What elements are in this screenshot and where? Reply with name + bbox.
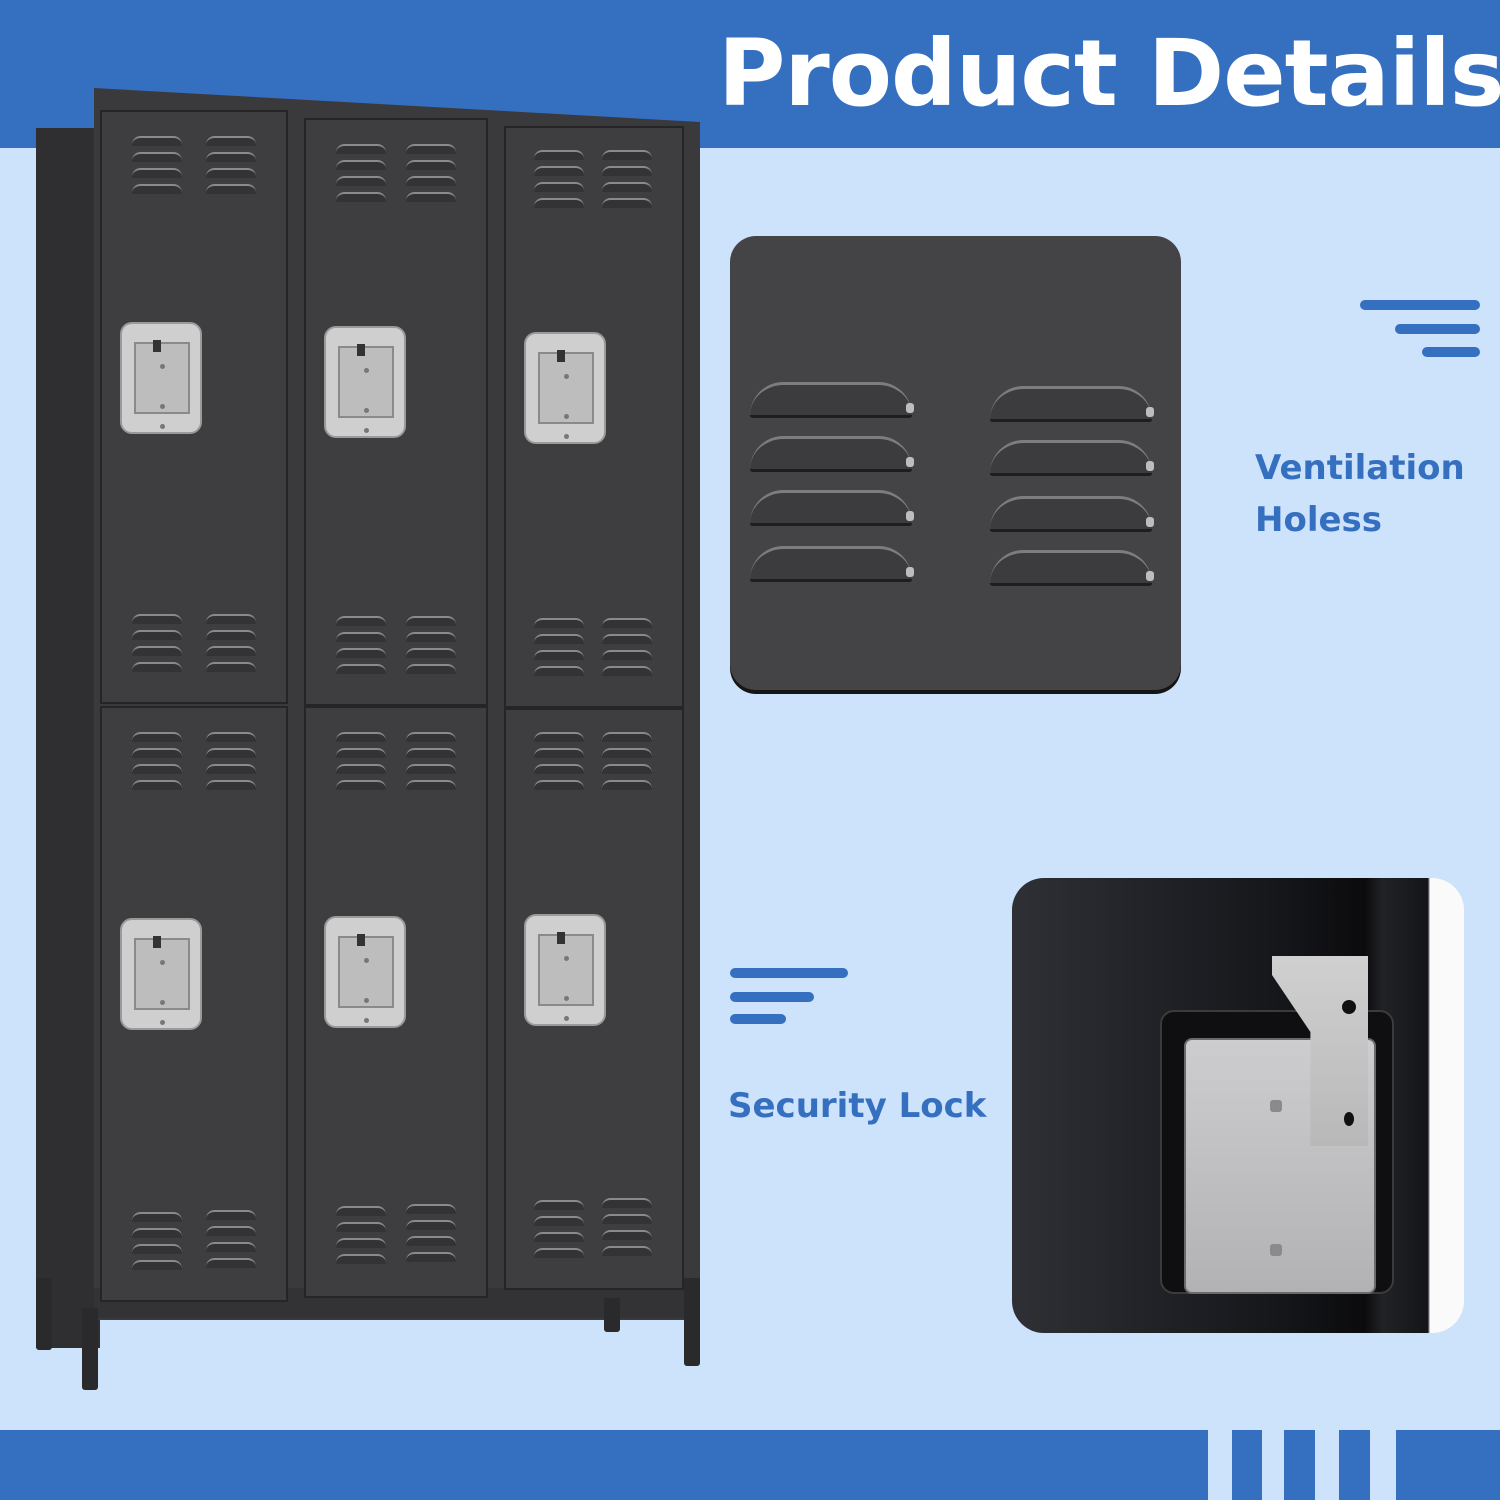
vent-icon — [336, 144, 388, 208]
vent-icon — [602, 732, 654, 796]
align-right-lines-icon — [1360, 300, 1480, 360]
vent-slot-icon — [990, 440, 1154, 476]
locker-leg — [604, 1298, 620, 1332]
vent-slot-icon — [750, 436, 914, 472]
vent-icon — [406, 144, 458, 208]
vent-icon — [406, 732, 458, 796]
door-handle-icon — [120, 918, 202, 1030]
ventilation-closeup-image — [730, 236, 1181, 690]
door-handle-icon — [324, 326, 406, 438]
vent-slot-icon — [750, 546, 914, 582]
vent-icon — [406, 1204, 458, 1268]
footer-stripe-gap — [1262, 1430, 1284, 1500]
vent-icon — [534, 150, 586, 214]
feature-label-ventilation-line2: Holess — [1255, 500, 1383, 540]
door-handle-icon — [524, 914, 606, 1026]
door-handle-icon — [120, 322, 202, 434]
feature-label-security-lock: Security Lock — [728, 1086, 987, 1126]
align-left-lines-icon — [730, 968, 850, 1028]
vent-slot-icon — [990, 496, 1154, 532]
vent-icon — [206, 1210, 258, 1274]
vent-icon — [132, 1212, 184, 1276]
vent-icon — [206, 732, 258, 796]
vent-icon — [602, 1198, 654, 1262]
feature-label-ventilation-line1: Ventilation — [1255, 448, 1465, 488]
vent-icon — [534, 732, 586, 796]
security-lock-closeup-image — [1012, 878, 1464, 1333]
locker-leg — [684, 1278, 700, 1366]
vent-icon — [336, 732, 388, 796]
vent-icon — [406, 616, 458, 680]
door-handle-icon — [524, 332, 606, 444]
vent-slot-icon — [750, 382, 914, 418]
locker-leg — [36, 1278, 52, 1350]
page-title: Product Details — [718, 20, 1500, 127]
locker-side-panel — [36, 128, 100, 1348]
footer-stripe-gap — [1315, 1430, 1339, 1500]
screw-icon — [1270, 1244, 1282, 1256]
vent-icon — [132, 614, 184, 678]
footer-stripe-gap — [1208, 1430, 1232, 1500]
screw-icon — [1270, 1100, 1282, 1112]
padlock-hole-icon — [1344, 1112, 1354, 1126]
vent-icon — [132, 136, 184, 200]
vent-icon — [206, 136, 258, 200]
vent-slot-icon — [990, 386, 1154, 422]
vent-icon — [602, 150, 654, 214]
vent-slot-icon — [990, 550, 1154, 586]
vent-icon — [336, 616, 388, 680]
locker-product-image — [36, 88, 700, 1398]
vent-icon — [602, 618, 654, 682]
vent-icon — [132, 732, 184, 796]
vent-icon — [534, 618, 586, 682]
door-handle-icon — [324, 916, 406, 1028]
footer-band — [0, 1430, 1500, 1500]
vent-icon — [206, 614, 258, 678]
vent-icon — [336, 1206, 388, 1270]
footer-stripe-gap — [1370, 1430, 1396, 1500]
vent-icon — [534, 1200, 586, 1264]
padlock-hole-icon — [1342, 1000, 1356, 1014]
locker-leg — [82, 1308, 98, 1390]
vent-slot-icon — [750, 490, 914, 526]
